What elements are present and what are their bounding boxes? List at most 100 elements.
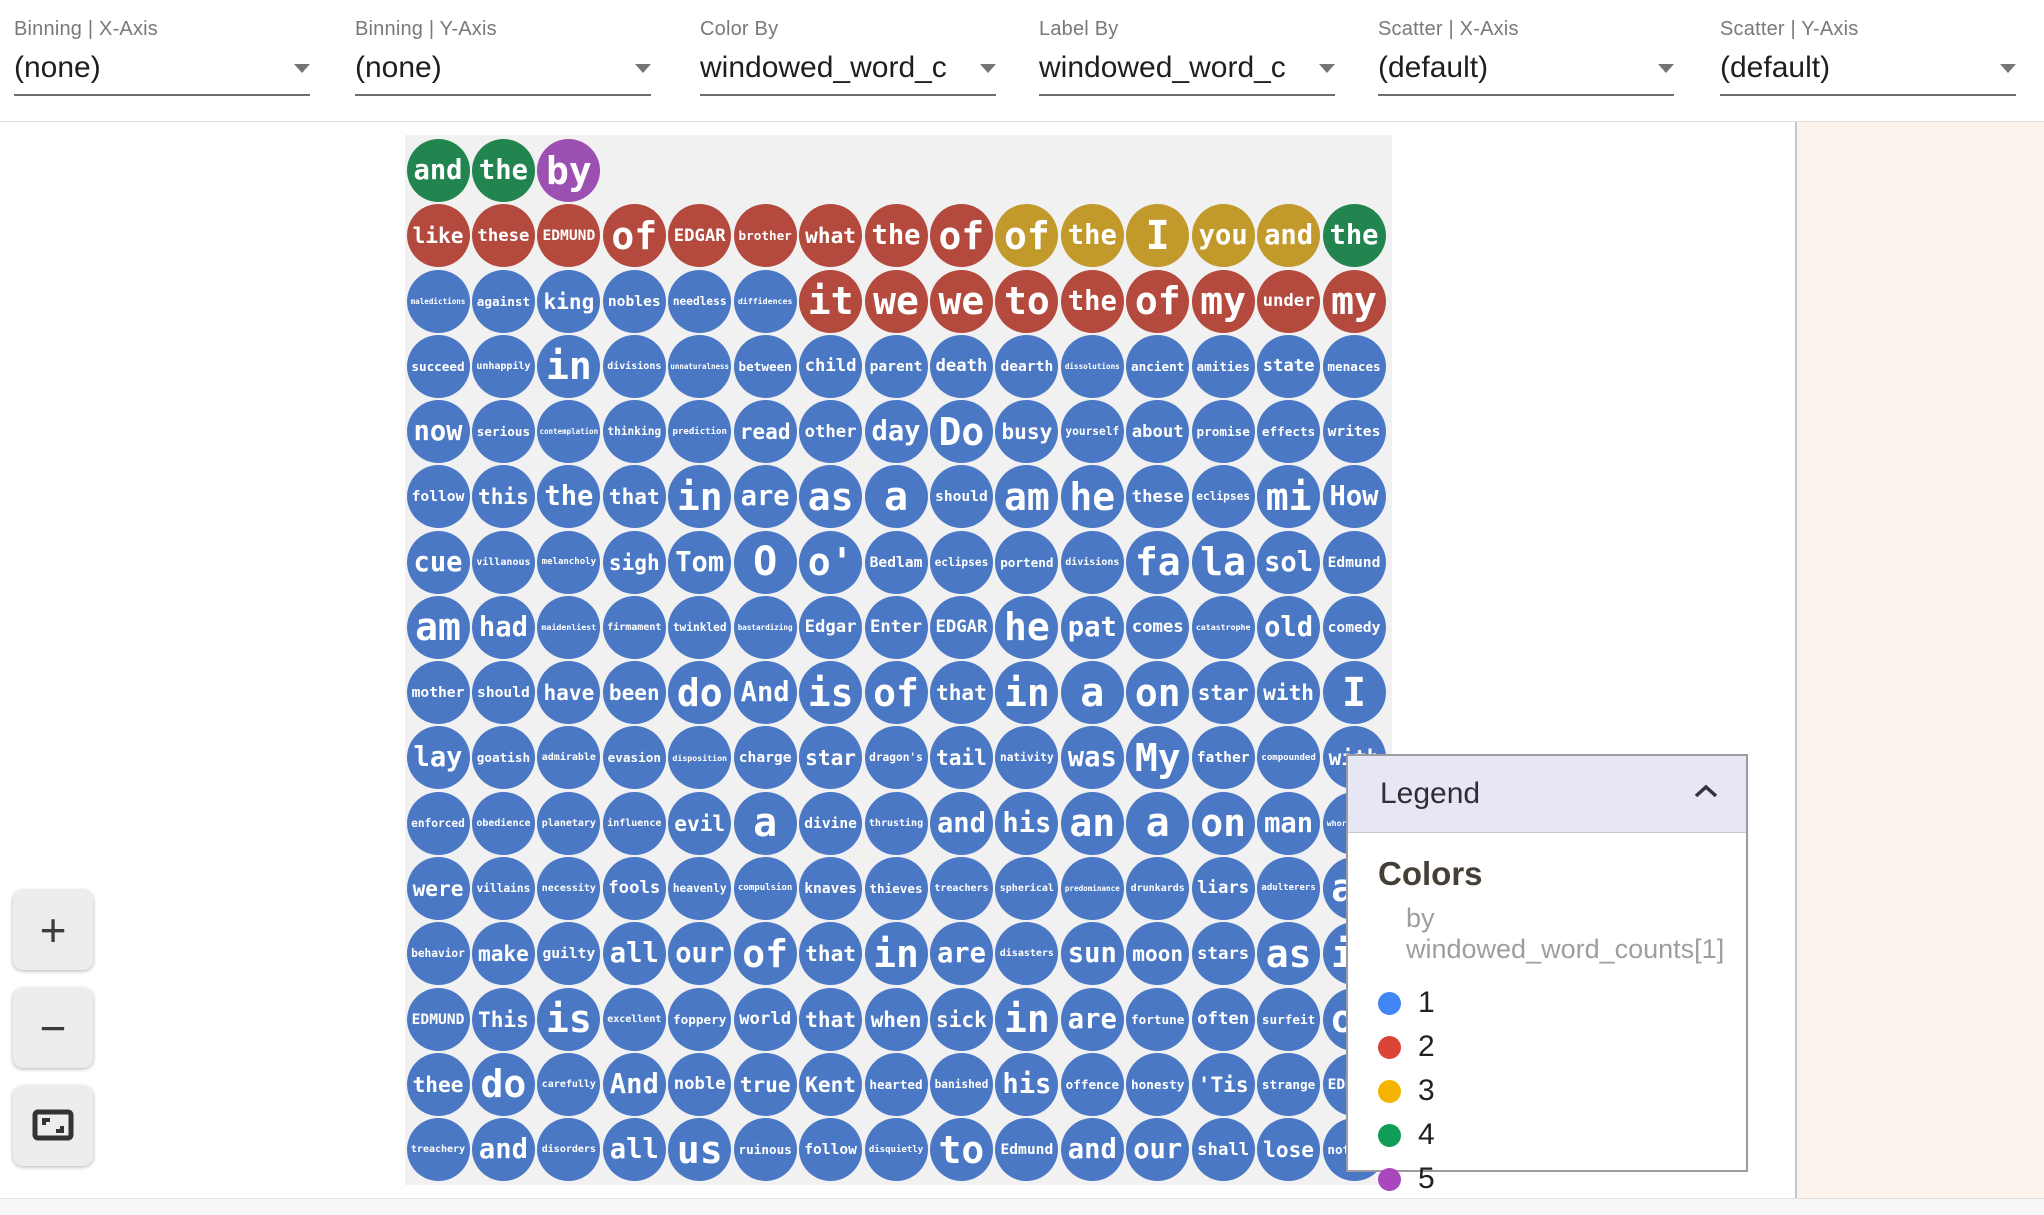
word-bubble[interactable]: obedience (471, 791, 535, 855)
word-bubble[interactable]: writes (1322, 400, 1386, 464)
word-bubble[interactable]: to (995, 269, 1059, 333)
word-bubble[interactable]: the (537, 465, 601, 529)
word-bubble[interactable]: ruinous (733, 1118, 797, 1182)
word-bubble[interactable]: comes (1126, 595, 1190, 659)
word-bubble[interactable]: that (602, 465, 666, 529)
word-bubble[interactable]: in (995, 661, 1059, 725)
word-bubble[interactable]: nobles (602, 269, 666, 333)
word-bubble[interactable]: my (1191, 269, 1255, 333)
word-bubble[interactable]: noble (668, 1052, 732, 1116)
word-bubble[interactable]: disposition (668, 726, 732, 790)
word-bubble[interactable]: diffidences (733, 269, 797, 333)
word-bubble[interactable]: fa (1126, 530, 1190, 594)
word-bubble[interactable]: carefully (537, 1052, 601, 1116)
word-bubble[interactable]: of (733, 922, 797, 986)
word-bubble[interactable]: And (602, 1052, 666, 1116)
word-bubble[interactable]: divine (799, 791, 863, 855)
word-bubble[interactable]: all (602, 1118, 666, 1182)
word-bubble[interactable]: How (1322, 465, 1386, 529)
word-bubble[interactable]: world (733, 987, 797, 1051)
word-bubble[interactable]: between (733, 334, 797, 398)
word-bubble[interactable]: of (1126, 269, 1190, 333)
word-bubble[interactable]: of (864, 661, 928, 725)
word-bubble[interactable]: the (1322, 204, 1386, 268)
word-bubble[interactable]: bastardizing (733, 595, 797, 659)
word-bubble[interactable]: unnaturalness (668, 334, 732, 398)
word-bubble[interactable]: our (668, 922, 732, 986)
word-bubble[interactable]: behavior (406, 922, 470, 986)
word-bubble[interactable]: yourself (1060, 400, 1124, 464)
zoom-in-button[interactable]: + (13, 890, 93, 970)
word-bubble[interactable]: now (406, 400, 470, 464)
word-bubble[interactable]: and (929, 791, 993, 855)
word-bubble[interactable]: am (995, 465, 1059, 529)
word-bubble[interactable]: star (1191, 661, 1255, 725)
word-bubble[interactable]: firmament (602, 595, 666, 659)
word-bubble[interactable]: Kent (799, 1052, 863, 1116)
word-bubble[interactable]: moon (1126, 922, 1190, 986)
dropdown-field[interactable]: (default) (1720, 51, 2016, 96)
word-bubble[interactable]: shall (1191, 1118, 1255, 1182)
word-bubble[interactable]: cue (406, 530, 470, 594)
word-bubble[interactable]: menaces (1322, 334, 1386, 398)
word-bubble[interactable]: you (1191, 204, 1255, 268)
word-bubble[interactable]: make (471, 922, 535, 986)
word-bubble[interactable]: that (929, 661, 993, 725)
word-bubble[interactable]: melancholy (537, 530, 601, 594)
word-bubble[interactable]: influence (602, 791, 666, 855)
word-bubble[interactable]: eclipses (929, 530, 993, 594)
word-bubble[interactable]: fools (602, 856, 666, 920)
word-bubble[interactable]: as (1257, 922, 1321, 986)
word-bubble[interactable]: other (799, 400, 863, 464)
word-bubble[interactable]: our (1126, 1118, 1190, 1182)
word-bubble[interactable]: in (995, 987, 1059, 1051)
word-bubble[interactable]: ancient (1126, 334, 1190, 398)
word-bubble[interactable]: excellent (602, 987, 666, 1051)
word-bubble[interactable]: under (1257, 269, 1321, 333)
word-bubble[interactable]: heavenly (668, 856, 732, 920)
word-bubble[interactable]: comedy (1322, 595, 1386, 659)
chevron-down-icon[interactable] (980, 63, 996, 73)
word-bubble[interactable]: This (471, 987, 535, 1051)
word-bubble[interactable]: charge (733, 726, 797, 790)
chevron-down-icon[interactable] (635, 63, 651, 73)
word-bubble[interactable]: was (1060, 726, 1124, 790)
word-bubble[interactable]: what (799, 204, 863, 268)
word-bubble[interactable]: disquietly (864, 1118, 928, 1182)
word-bubble[interactable]: are (733, 465, 797, 529)
word-bubble[interactable]: thinking (602, 400, 666, 464)
word-bubble[interactable]: we (864, 269, 928, 333)
word-bubble[interactable]: dragon's (864, 726, 928, 790)
word-bubble[interactable]: state (1257, 334, 1321, 398)
chevron-down-icon[interactable] (1319, 63, 1335, 73)
word-bubble[interactable]: all (602, 922, 666, 986)
dropdown-field[interactable]: windowed_word_c (1039, 51, 1335, 96)
word-bubble[interactable]: the (1060, 204, 1124, 268)
word-bubble[interactable]: the (1060, 269, 1124, 333)
fit-to-screen-button[interactable] (13, 1086, 93, 1166)
legend-header[interactable]: Legend (1348, 756, 1746, 833)
word-bubble[interactable]: drunkards (1126, 856, 1190, 920)
word-bubble[interactable]: in (864, 922, 928, 986)
word-bubble[interactable]: catastrophe (1191, 595, 1255, 659)
word-bubble[interactable]: divisions (602, 334, 666, 398)
word-bubble[interactable]: on (1126, 661, 1190, 725)
dropdown-field[interactable]: (default) (1378, 51, 1674, 96)
word-bubble[interactable]: he (995, 595, 1059, 659)
word-bubble[interactable]: against (471, 269, 535, 333)
word-bubble[interactable]: enforced (406, 791, 470, 855)
dropdown-field[interactable]: (none) (355, 51, 651, 96)
word-bubble[interactable]: are (929, 922, 993, 986)
word-bubble[interactable]: that (799, 987, 863, 1051)
word-bubble[interactable]: been (602, 661, 666, 725)
word-bubble[interactable]: offence (1060, 1052, 1124, 1116)
word-bubble[interactable]: follow (406, 465, 470, 529)
word-bubble[interactable]: sigh (602, 530, 666, 594)
word-bubble[interactable]: parent (864, 334, 928, 398)
word-bubble[interactable]: king (537, 269, 601, 333)
word-bubble[interactable]: child (799, 334, 863, 398)
word-bubble[interactable]: thee (406, 1052, 470, 1116)
word-bubble[interactable]: divisions (1060, 530, 1124, 594)
word-bubble[interactable]: lose (1257, 1118, 1321, 1182)
word-bubble[interactable]: EDGAR (929, 595, 993, 659)
